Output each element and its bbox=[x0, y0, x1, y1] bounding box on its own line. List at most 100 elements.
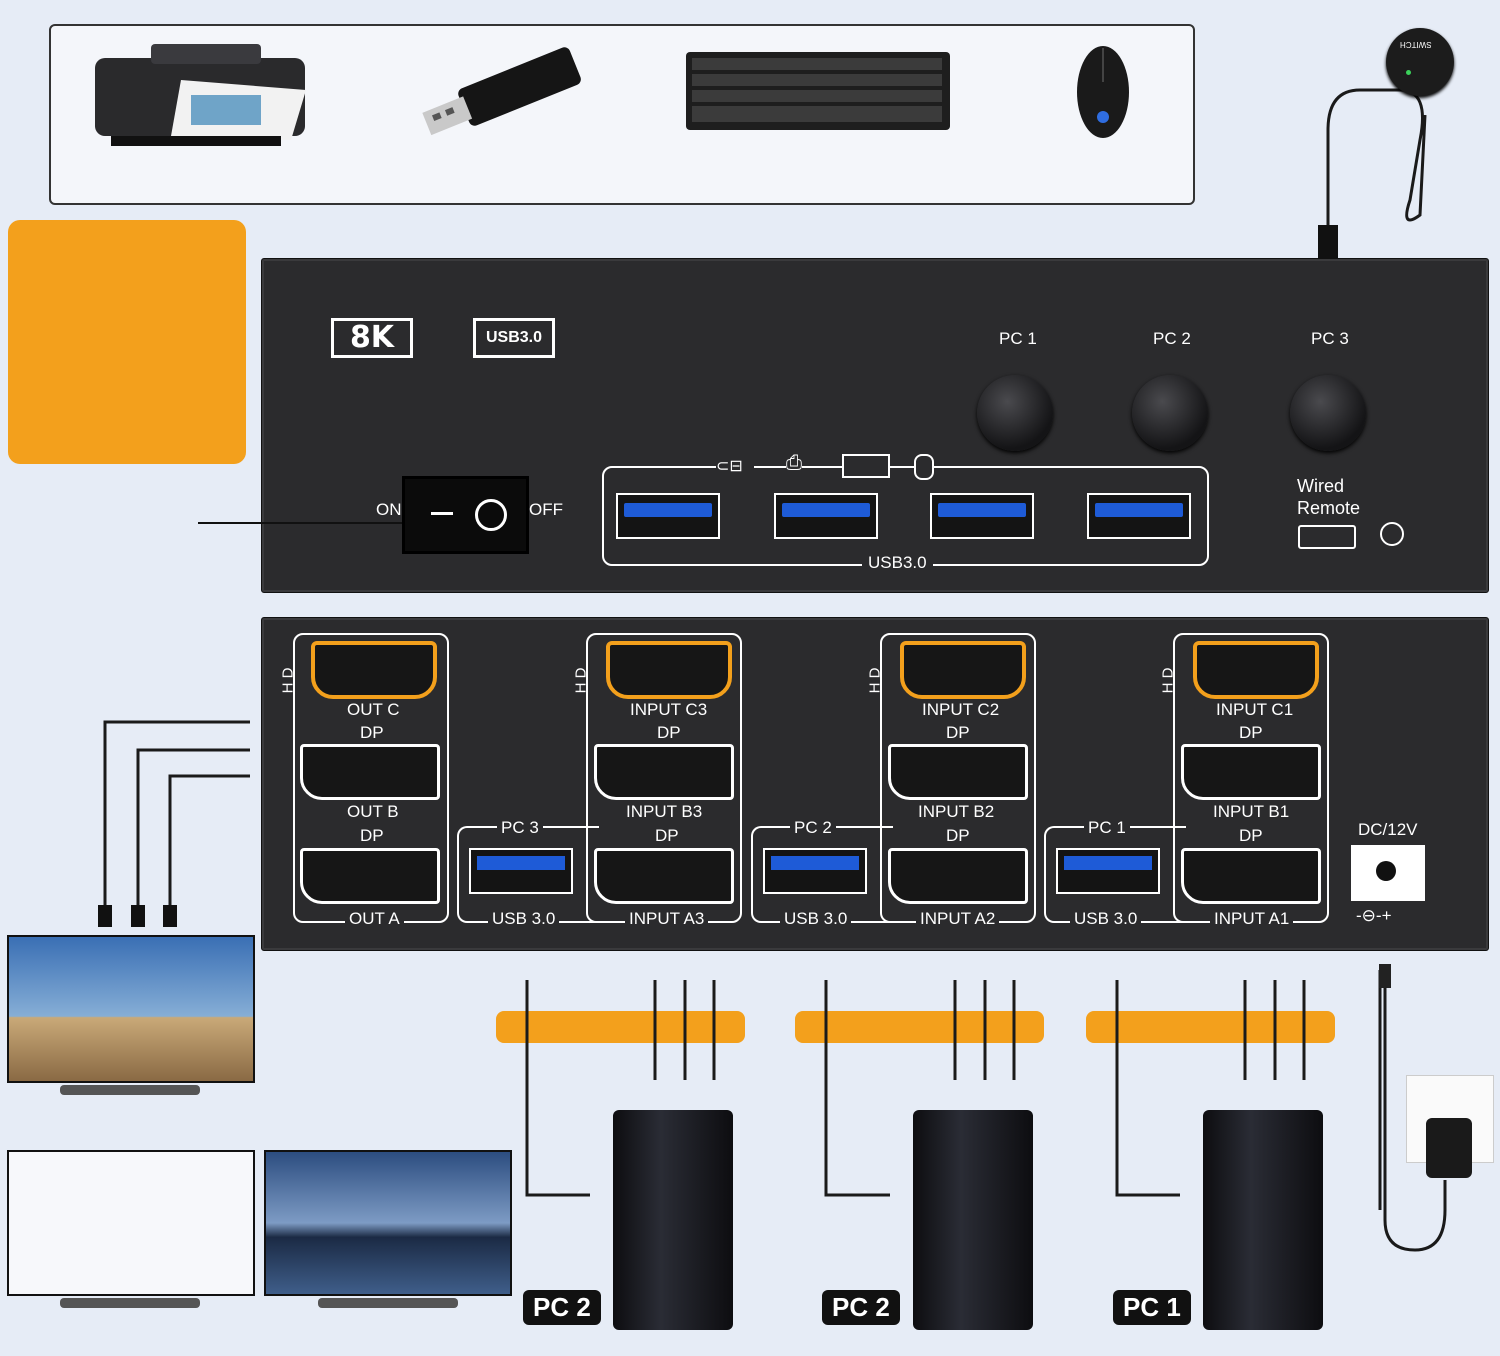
pc3-button-label: PC 3 bbox=[1311, 329, 1349, 348]
switch-on-mark-icon bbox=[431, 512, 453, 515]
input-c3-label: INPUT C3 bbox=[630, 700, 708, 719]
input-b3-label: INPUT B3 bbox=[626, 802, 703, 821]
dp-out-a[interactable] bbox=[300, 848, 440, 904]
logo-usb3: USB3.0 bbox=[473, 318, 555, 358]
pc1-group-label: PC 1 bbox=[1084, 818, 1130, 838]
pc-tower-2 bbox=[913, 1110, 1033, 1330]
out-c-label: OUT C bbox=[347, 700, 400, 719]
monitor-cables bbox=[98, 720, 250, 927]
pc2-group-label: PC 2 bbox=[790, 818, 836, 838]
hdmi-out-c[interactable] bbox=[311, 641, 437, 699]
usb-drive-icon bbox=[411, 44, 591, 144]
wired-remote-port[interactable] bbox=[1298, 525, 1356, 549]
pc-tower-1 bbox=[613, 1110, 733, 1330]
dp-label-c: DP bbox=[360, 723, 384, 742]
input-a3-label: INPUT A3 bbox=[625, 909, 709, 929]
dp-label-c2: DP bbox=[946, 723, 970, 742]
printer-icon bbox=[91, 40, 311, 150]
dp-label-b: DP bbox=[360, 826, 384, 845]
pc3-group-label: PC 3 bbox=[497, 818, 543, 838]
cable-bundle-bar-1 bbox=[496, 1011, 745, 1043]
usb-port-pc2[interactable] bbox=[763, 848, 867, 894]
usb-label-pc3: USB 3.0 bbox=[488, 909, 560, 929]
out-a-label: OUT A bbox=[345, 909, 404, 929]
dp-input-a2[interactable] bbox=[888, 848, 1028, 904]
dc-power-jack[interactable] bbox=[1351, 845, 1425, 901]
dc-jack-hole-icon bbox=[1376, 861, 1396, 881]
pc1-button-label: PC 1 bbox=[999, 329, 1037, 348]
dp-input-b2[interactable] bbox=[888, 744, 1028, 800]
hd-label-pc3: H D bbox=[572, 667, 590, 694]
usb-drive-small-icon: ⊂⊟ bbox=[716, 456, 754, 475]
switch-off-mark-icon bbox=[475, 499, 507, 531]
pc2-button-label: PC 2 bbox=[1153, 329, 1191, 348]
dp-label-a1: DP bbox=[1239, 826, 1263, 845]
input-b1-label: INPUT B1 bbox=[1213, 802, 1290, 821]
logo-8k: 8K bbox=[331, 318, 413, 358]
orange-callout-block bbox=[8, 220, 246, 464]
dp-label-a2: DP bbox=[946, 826, 970, 845]
input-c2-label: INPUT C2 bbox=[922, 700, 1000, 719]
hdmi-input-c3[interactable] bbox=[606, 641, 732, 699]
monitor-3 bbox=[264, 1150, 512, 1296]
callout-line bbox=[198, 522, 403, 524]
dp-input-b3[interactable] bbox=[594, 744, 734, 800]
remote-led-icon bbox=[1406, 70, 1411, 75]
computer-badge-3: PC 1 bbox=[1113, 1290, 1191, 1325]
front-usb-port-3[interactable] bbox=[930, 493, 1034, 539]
dc-label: DC/12V bbox=[1358, 820, 1418, 839]
dp-label-c1: DP bbox=[1239, 723, 1263, 742]
hdmi-input-c2[interactable] bbox=[900, 641, 1026, 699]
dp-input-a1[interactable] bbox=[1181, 848, 1321, 904]
monitor-1 bbox=[7, 935, 255, 1083]
mouse-icon bbox=[1073, 42, 1133, 142]
hd-label-pc2: H D bbox=[866, 667, 884, 694]
dp-label-c3: DP bbox=[657, 723, 681, 742]
cable-bundle-bar-2 bbox=[795, 1011, 1044, 1043]
wired-remote-label-2: Remote bbox=[1297, 498, 1361, 518]
monitor-1-stand bbox=[60, 1085, 200, 1095]
hd-label-pc1: H D bbox=[1159, 667, 1177, 694]
dc-polarity: -⊖-+ bbox=[1356, 906, 1392, 925]
dp-input-a3[interactable] bbox=[594, 848, 734, 904]
input-b2-label: INPUT B2 bbox=[918, 802, 995, 821]
power-cable bbox=[1379, 964, 1447, 1252]
dp-input-b1[interactable] bbox=[1181, 744, 1321, 800]
monitor-3-stand bbox=[318, 1298, 458, 1308]
computer-badge-1: PC 2 bbox=[523, 1290, 601, 1325]
remote-port-icon bbox=[1380, 522, 1404, 546]
hd-label-out: H D bbox=[279, 667, 297, 694]
pc3-button[interactable] bbox=[1290, 375, 1366, 451]
input-a2-label: INPUT A2 bbox=[916, 909, 1000, 929]
wired-remote-puck[interactable]: SWITCH bbox=[1386, 28, 1454, 96]
monitor-2-stand bbox=[60, 1298, 200, 1308]
power-adapter-icon bbox=[1426, 1118, 1472, 1178]
usb-group-label: USB3.0 bbox=[862, 553, 933, 573]
dp-label-a3: DP bbox=[655, 826, 679, 845]
out-b-label: OUT B bbox=[347, 802, 399, 821]
usb-label-pc1: USB 3.0 bbox=[1070, 909, 1142, 929]
usb-port-pc1[interactable] bbox=[1056, 848, 1160, 894]
switch-on-label: ON bbox=[376, 500, 402, 519]
power-switch[interactable] bbox=[402, 476, 529, 554]
keyboard-small-icon bbox=[842, 454, 890, 478]
hdmi-input-c1[interactable] bbox=[1193, 641, 1319, 699]
mouse-small-icon bbox=[914, 454, 934, 480]
monitor-2 bbox=[7, 1150, 255, 1296]
pc-cables bbox=[525, 970, 1382, 1210]
keyboard-icon bbox=[686, 52, 950, 130]
printer-small-icon: ⎙ bbox=[786, 452, 802, 475]
pc2-button[interactable] bbox=[1132, 375, 1208, 451]
cable-bundle-bar-3 bbox=[1086, 1011, 1335, 1043]
front-usb-port-1[interactable] bbox=[616, 493, 720, 539]
wired-remote-label-1: Wired bbox=[1297, 476, 1345, 496]
remote-label: SWITCH bbox=[1400, 40, 1432, 49]
input-a1-label: INPUT A1 bbox=[1210, 909, 1294, 929]
usb-port-pc3[interactable] bbox=[469, 848, 573, 894]
pc1-button[interactable] bbox=[977, 375, 1053, 451]
front-usb-port-4[interactable] bbox=[1087, 493, 1191, 539]
switch-off-label: OFF bbox=[529, 500, 563, 519]
pc-tower-3 bbox=[1203, 1110, 1323, 1330]
dp-out-b[interactable] bbox=[300, 744, 440, 800]
front-usb-port-2[interactable] bbox=[774, 493, 878, 539]
